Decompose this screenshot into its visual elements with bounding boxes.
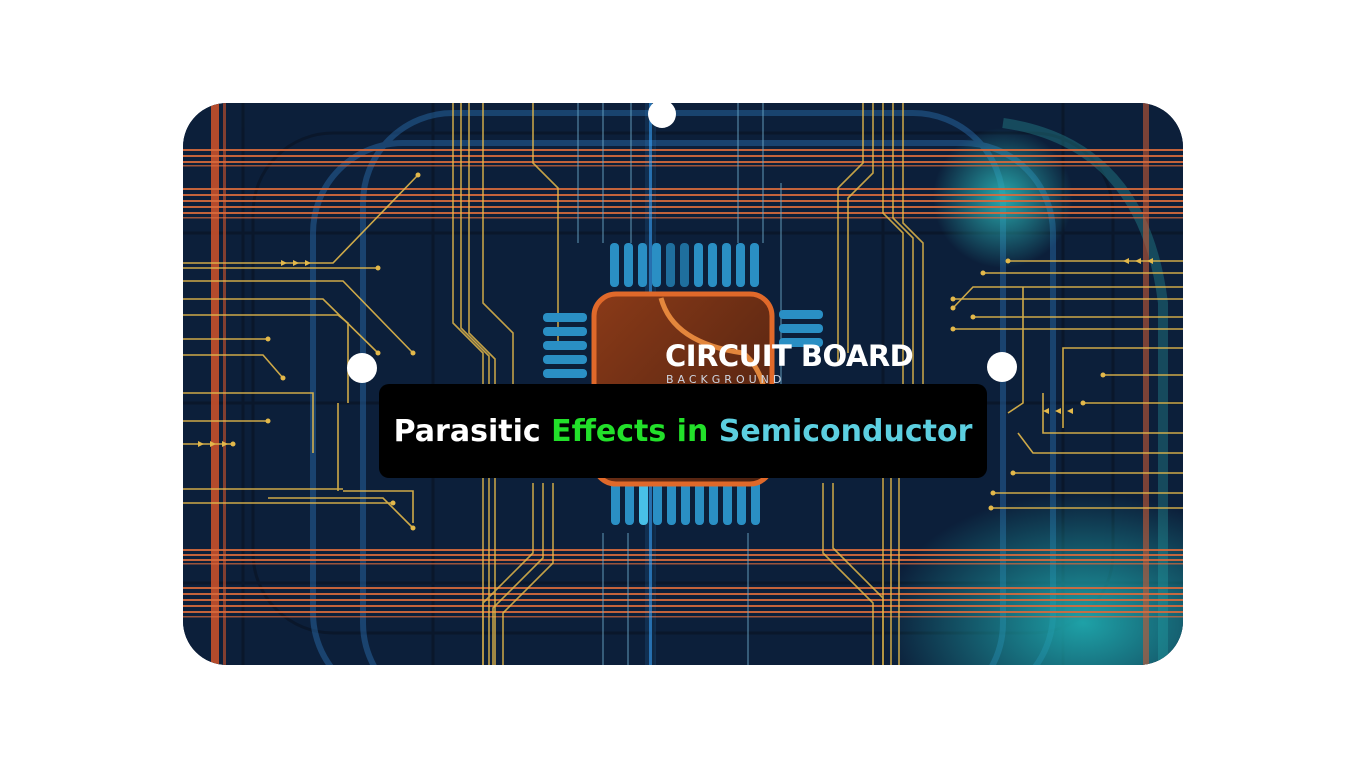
page-title: Parasitic Effects in Semiconductor [394, 414, 973, 449]
title-word-parasitic: Parasitic [393, 413, 541, 449]
watermark-subtitle: BACKGROUND [666, 373, 786, 386]
watermark-title: CIRCUIT BOARD [665, 339, 914, 373]
title-banner: Parasitic Effects in Semiconductor [379, 384, 987, 478]
title-word-semiconductor: Semiconductor [718, 413, 973, 449]
title-word-effects-in: Effects in [551, 413, 709, 449]
